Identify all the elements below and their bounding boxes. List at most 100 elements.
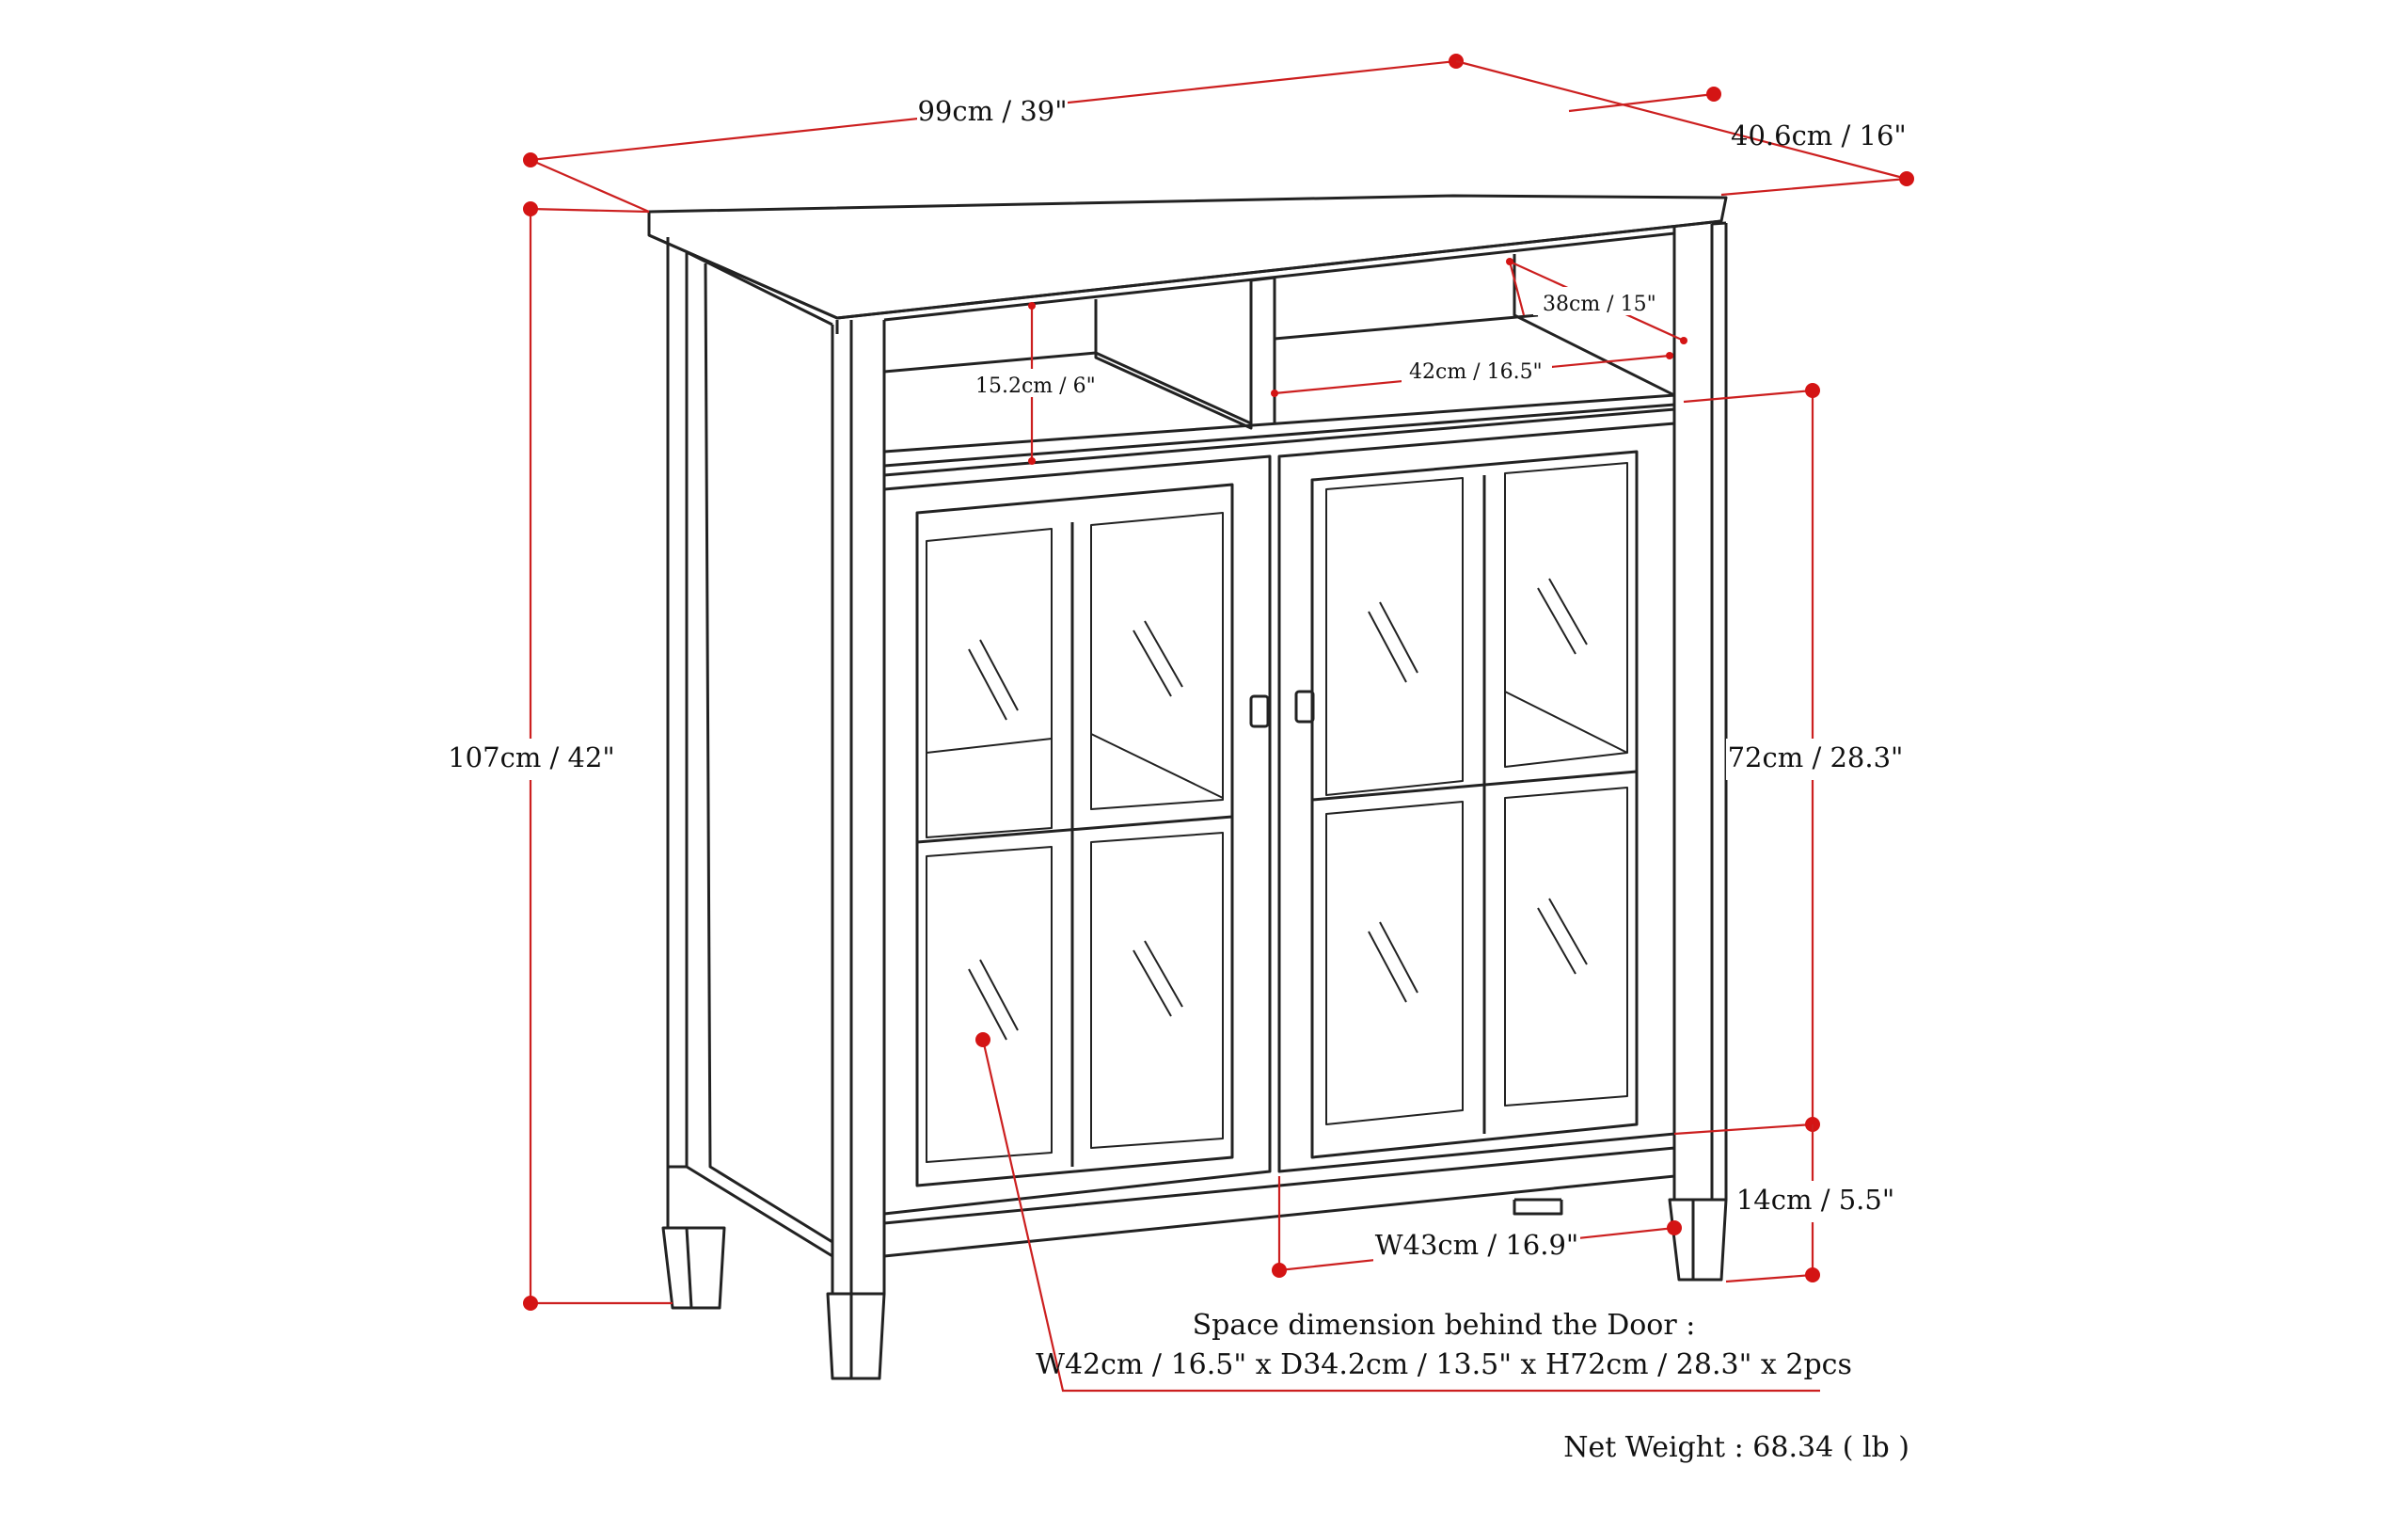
cabinet-height-extension-top (1683, 389, 1814, 404)
label-backdrop (442, 739, 621, 780)
shelf-width-endpoint (1666, 352, 1673, 359)
overall-depth-label: 40.6cm / 16" (1731, 119, 1907, 151)
cabinet-drawing (647, 194, 1728, 1380)
reflection-mark (1133, 629, 1172, 697)
reflection-mark (1548, 578, 1588, 645)
dimension-labels: 99cm / 39" 40.6cm / 16" 107cm / 42" 38cm… (442, 92, 1907, 1267)
width-extension-line (530, 158, 650, 214)
reflection-mark (1144, 940, 1183, 1008)
net-weight: Net Weight : 68.34 ( lb ) (1563, 1431, 1909, 1464)
left-door-glass-frame (915, 483, 1234, 1187)
left-door-glass-lower-left (926, 846, 1053, 1163)
left-door-handle (1249, 694, 1270, 728)
label-backdrop (1373, 1226, 1580, 1267)
right-door-shelf (1504, 691, 1628, 754)
width-dimension-endpoint (523, 152, 538, 167)
left-side-panel (666, 237, 687, 1230)
upper-compartment-back-right (1513, 254, 1675, 397)
cabinet-height-label: 72cm / 28.3" (1728, 741, 1904, 773)
depth-dimension-endpoint (1706, 87, 1721, 102)
door-width-endpoint (1272, 1263, 1287, 1278)
depth-extension-line-top (1568, 92, 1715, 113)
shelf-height-label: 15.2cm / 6" (975, 374, 1096, 398)
reflection-mark (1133, 949, 1172, 1017)
leg-height-label: 14cm / 5.5" (1736, 1184, 1894, 1216)
label-backdrop (1726, 739, 1905, 780)
cabinet-top-edge (648, 233, 838, 320)
label-backdrop (1533, 287, 1665, 315)
upper-shelf-floor-right (1274, 313, 1539, 341)
leg-height-endpoint (1805, 1267, 1820, 1282)
height-extension-top (530, 207, 650, 214)
right-door-rail (1311, 770, 1638, 802)
overall-width-label: 99cm / 39" (917, 95, 1067, 127)
left-side-frame (704, 263, 833, 1244)
depth-dimension-endpoint (1899, 171, 1914, 186)
label-backdrop (917, 92, 1068, 130)
right-door-handle (1294, 690, 1315, 724)
cabinet-top-edge-front (836, 219, 1722, 320)
front-left-post (831, 325, 851, 1296)
depth-dimension-line (1455, 59, 1908, 181)
leg-back-left (661, 1226, 726, 1310)
shelf-width-label: 42cm / 16.5" (1409, 360, 1543, 384)
shelf-height-endpoint (1028, 302, 1036, 310)
space-note-leader (981, 1039, 1820, 1393)
label-backdrop (1402, 356, 1552, 384)
notes: Space dimension behind the Door : W42cm … (1036, 1309, 1909, 1464)
leg-height-extension-bottom (1725, 1273, 1814, 1283)
reflection-mark (1379, 601, 1418, 674)
upper-compartment-floor-front (883, 393, 1676, 477)
reflection-mark (968, 648, 1007, 721)
reflection-mark (1548, 898, 1588, 965)
shelf-depth-label: 38cm / 15" (1543, 293, 1656, 316)
door-width-label: W43cm / 16.9" (1375, 1229, 1579, 1261)
right-side-panel (1711, 221, 1727, 226)
left-door-shelf (926, 738, 1053, 754)
left-door-rail (916, 815, 1233, 844)
reflection-mark (1537, 587, 1576, 655)
space-dimension-title: Space dimension behind the Door : (1193, 1309, 1696, 1342)
upper-compartment-floor-line (883, 403, 1675, 468)
shelf-width-endpoint (1271, 390, 1278, 397)
shelf-depth-line (1508, 261, 1526, 316)
shelf-height-endpoint (1028, 457, 1036, 465)
reflection-mark (1144, 620, 1183, 688)
space-note-leader-endpoint (975, 1032, 990, 1047)
upper-divider (1094, 276, 1276, 430)
right-door-glass-lower-left (1325, 801, 1464, 1125)
space-dimension-value: W42cm / 16.5" x D34.2cm / 13.5" x H72cm … (1036, 1348, 1852, 1381)
leg-front-right (1668, 1198, 1728, 1282)
label-backdrop (969, 369, 1096, 397)
left-door-shelf-b (1090, 733, 1224, 799)
leg-back-left-edge (685, 1227, 693, 1309)
height-dimension-endpoint (523, 1296, 538, 1311)
left-door-glass-upper-right (1090, 512, 1224, 810)
cabinet-height-endpoint (1805, 383, 1820, 398)
shelf-depth-endpoint (1506, 258, 1513, 265)
reflection-mark (1368, 931, 1407, 1003)
reflection-mark (979, 639, 1019, 711)
overall-height-label: 107cm / 42" (448, 741, 615, 773)
glass-reflections (968, 578, 1588, 1041)
reflection-mark (1537, 907, 1576, 975)
right-door-glass-upper-left (1325, 477, 1464, 796)
depth-extension-line (1720, 177, 1908, 197)
cabinet-height-extension-bottom (1673, 1123, 1814, 1136)
front-left-post-inner (849, 320, 886, 1296)
reflection-mark (1368, 611, 1407, 683)
upper-shelf-back (883, 231, 1675, 322)
left-door (882, 454, 1272, 1216)
front-right-post (1672, 224, 1714, 1202)
right-door-glass-frame (1310, 450, 1639, 1159)
reflection-mark (979, 959, 1019, 1031)
rear-foot (1513, 1200, 1563, 1216)
reflection-mark (1379, 921, 1418, 994)
leg-front-left (826, 1292, 886, 1380)
door-width-endpoint (1667, 1220, 1682, 1235)
left-door-glass-lower-right (1090, 832, 1224, 1149)
left-side-edge (686, 250, 833, 326)
bottom-rail (882, 1146, 1676, 1258)
